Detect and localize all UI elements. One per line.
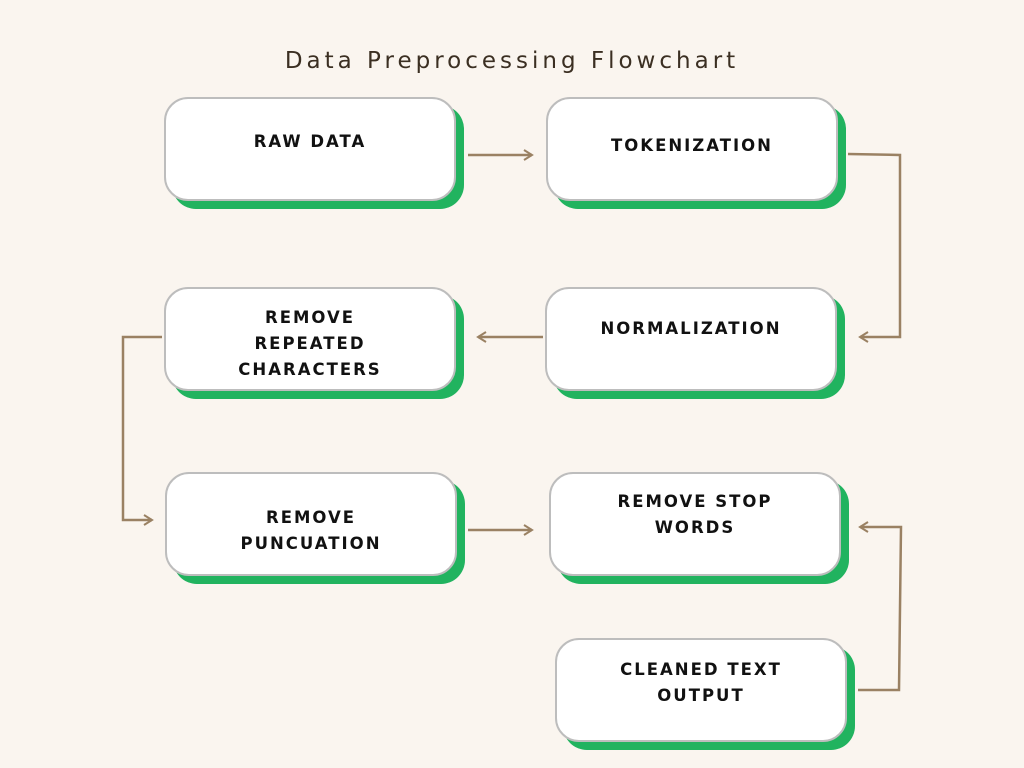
page-title: Data Preprocessing Flowchart [284, 48, 740, 74]
node-remove-punctuation: REMOVE PUNCUATION [165, 472, 465, 584]
node-box [164, 287, 456, 391]
node-label-remove-punctuation: REMOVE PUNCUATION [240, 508, 382, 553]
node-box [165, 472, 457, 576]
node-cleaned-text-output: CLEANED TEXT OUTPUT [555, 638, 855, 750]
node-normalization: NORMALIZATION [545, 287, 845, 399]
node-remove-stop-words: REMOVE STOP WORDS [549, 472, 849, 584]
connector-tokenization-to-normalization [847, 152, 902, 343]
node-raw-data: RAW DATA [164, 97, 464, 209]
node-box [555, 638, 847, 742]
node-label-normalization: NORMALIZATION [600, 319, 782, 338]
node-label-raw-data: RAW DATA [253, 132, 367, 151]
node-label-remove-stop-words: REMOVE STOP WORDS [617, 492, 773, 537]
node-label-tokenization: TOKENIZATION [611, 136, 773, 155]
node-tokenization: TOKENIZATION [546, 97, 846, 209]
node-box [549, 472, 841, 576]
connector-output-to-stopwords [858, 521, 903, 692]
node-box [545, 287, 837, 391]
node-label-remove-repeated-characters: REMOVE REPEATED CHARACTERS [238, 308, 382, 379]
node-box [164, 97, 456, 201]
node-label-cleaned-text-output: CLEANED TEXT OUTPUT [620, 660, 782, 705]
connector-repeated-to-punctuation [121, 335, 162, 526]
node-box [546, 97, 838, 201]
node-remove-repeated-characters: REMOVE REPEATED CHARACTERS [164, 287, 464, 399]
